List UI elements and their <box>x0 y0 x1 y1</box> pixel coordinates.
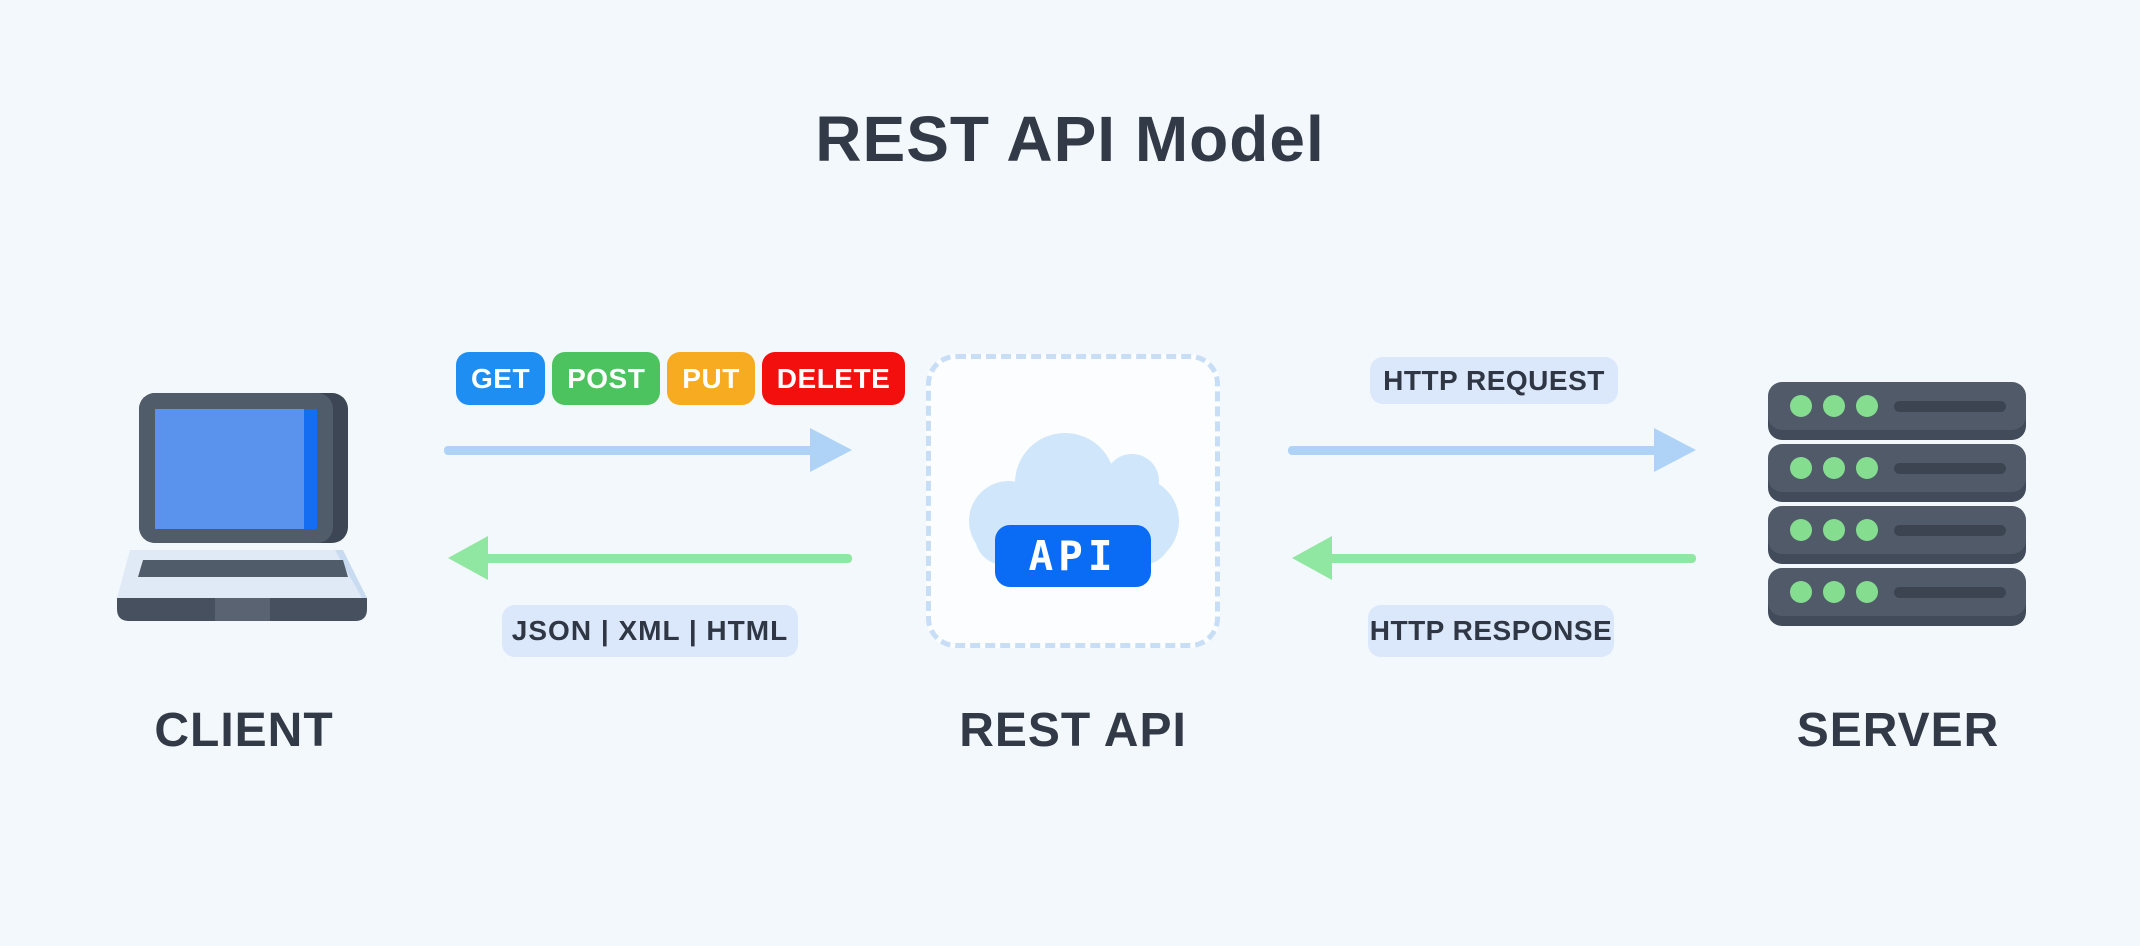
page-title: REST API Model <box>815 103 1325 175</box>
post-badge: POST <box>552 352 661 405</box>
http-response-label: HTTP RESPONSE <box>1368 605 1614 657</box>
laptop-icon <box>117 393 367 621</box>
delete-badge: DELETE <box>761 352 906 405</box>
rest-api-caption: REST API <box>959 704 1187 757</box>
put-badge: PUT <box>667 352 755 405</box>
server-response-arrow-icon <box>1292 536 1696 580</box>
http-method-badges: GET POST PUT DELETE <box>456 352 906 405</box>
get-badge: GET <box>456 352 546 405</box>
response-formats-label: JSON | XML | HTML <box>502 605 798 657</box>
api-badge: API <box>995 525 1151 587</box>
server-request-arrow-icon <box>1288 428 1696 472</box>
server-caption: SERVER <box>1796 704 2000 757</box>
client-request-arrow-icon <box>444 428 852 472</box>
rest-api-node: API <box>926 354 1220 648</box>
server-rack-icon <box>1768 382 2026 626</box>
client-caption: CLIENT <box>154 704 334 757</box>
http-request-label: HTTP REQUEST <box>1370 357 1618 404</box>
client-response-arrow-icon <box>448 536 852 580</box>
